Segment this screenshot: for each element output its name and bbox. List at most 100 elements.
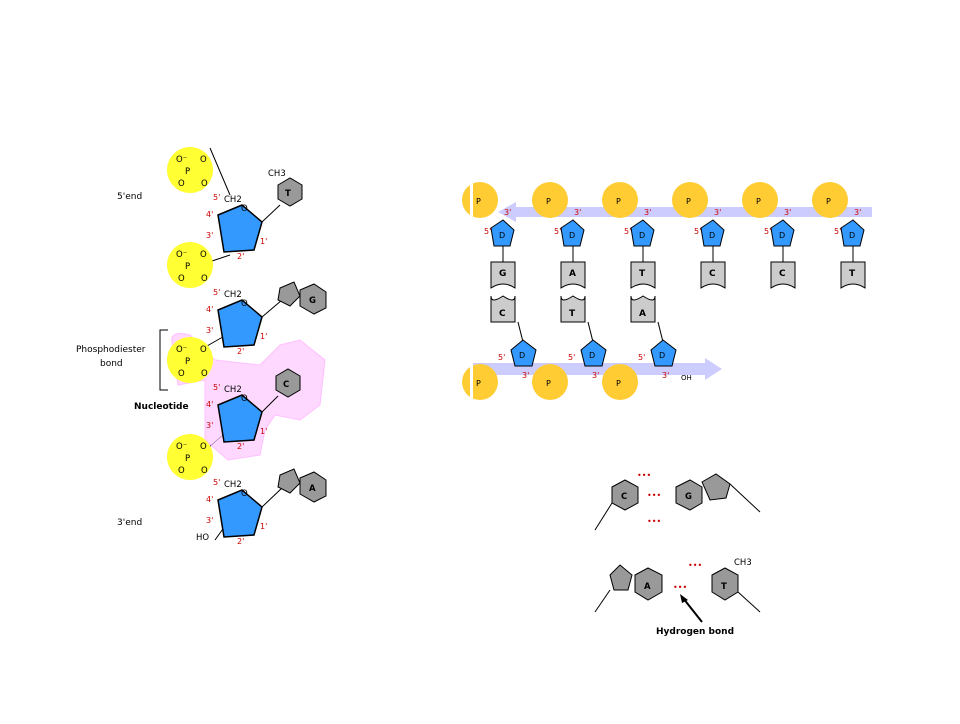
base-link	[587, 321, 594, 343]
sugar-label: D	[639, 231, 645, 240]
prime-label: 5'	[694, 227, 701, 236]
base-letter: T	[849, 269, 856, 279]
base-shape	[630, 261, 656, 289]
phosphate-group-3: P O⁻ O O O	[167, 337, 213, 383]
sugar-pentagon	[580, 339, 607, 367]
svg-text:CH2: CH2	[224, 195, 242, 205]
svg-text:5': 5'	[213, 193, 220, 202]
svg-text:2': 2'	[237, 252, 244, 261]
svg-text:O: O	[200, 250, 207, 260]
prime-label: 5'	[498, 353, 505, 362]
sugar-ring-4: 4'3' 2'1' 5' CH2 O HO	[196, 478, 267, 546]
svg-text:5': 5'	[213, 288, 220, 297]
svg-text:T: T	[285, 189, 291, 199]
base-letter: C	[499, 309, 506, 319]
phosphate-circle	[812, 182, 848, 218]
svg-text:CH2: CH2	[224, 385, 242, 395]
phosphate-circle	[602, 364, 638, 400]
sugar-ring-1: 4'3' 2'1' 5' CH2 O	[206, 193, 267, 261]
svg-text:O: O	[200, 345, 207, 355]
top-nucleotide-G: PD3'5'G	[462, 182, 516, 289]
svg-text:O: O	[201, 179, 208, 189]
svg-text:1': 1'	[260, 427, 267, 436]
svg-text:4': 4'	[206, 210, 213, 219]
svg-text:O: O	[241, 489, 248, 499]
svg-text:CH3: CH3	[734, 558, 752, 568]
svg-text:G: G	[685, 492, 692, 502]
sugar-ring-3: 4'3' 2'1' 5' CH2 O	[206, 383, 267, 451]
base-shape	[560, 261, 586, 289]
svg-text:2': 2'	[237, 347, 244, 356]
phosphate-group-2: P O⁻ O O O	[167, 242, 213, 288]
prime-label: 3'	[784, 208, 791, 217]
svg-text:•••: •••	[673, 583, 687, 592]
svg-text:3': 3'	[206, 326, 213, 335]
svg-text:P: P	[185, 167, 190, 177]
phosphate-p: P	[826, 197, 831, 206]
phosphate-circle	[742, 182, 778, 218]
base-letter: A	[639, 309, 646, 319]
sugar-pentagon	[630, 219, 655, 247]
base-letter: C	[709, 269, 716, 279]
prime-label: 3'	[592, 371, 599, 380]
prime-label: 3'	[714, 208, 721, 217]
svg-text:O⁻: O⁻	[176, 345, 187, 355]
base-shape	[700, 261, 726, 289]
phosphate-circle	[602, 182, 638, 218]
svg-text:5': 5'	[213, 383, 220, 392]
svg-text:G: G	[309, 296, 316, 306]
sugar-label: D	[849, 231, 855, 240]
svg-text:CH3: CH3	[268, 169, 286, 179]
svg-text:P: P	[185, 357, 190, 367]
base-shape	[770, 261, 796, 289]
top-nucleotide-C: PD3'5'C	[672, 182, 726, 289]
prime-label: 3'	[854, 208, 861, 217]
prime-label: 5'	[624, 227, 631, 236]
sugar-label: D	[569, 231, 575, 240]
svg-text:HO: HO	[196, 533, 209, 543]
svg-text:A: A	[644, 582, 651, 592]
svg-text:C: C	[621, 492, 627, 502]
sugar-label: D	[499, 231, 505, 240]
svg-text:3': 3'	[206, 231, 213, 240]
top-nucleotide-T: P D 3' 5' T	[812, 182, 866, 289]
phosphate-p: P	[616, 379, 621, 388]
svg-text:O⁻: O⁻	[176, 442, 187, 452]
svg-text:P: P	[185, 262, 190, 272]
base-link	[657, 321, 664, 343]
sugar-pentagon	[650, 339, 677, 367]
svg-text:2': 2'	[237, 442, 244, 451]
sugar-label: D	[659, 351, 665, 360]
svg-text:1': 1'	[260, 522, 267, 531]
sugar-pentagon	[700, 219, 725, 247]
sugar-pentagon	[510, 339, 537, 367]
svg-text:3': 3'	[206, 421, 213, 430]
svg-text:4': 4'	[206, 495, 213, 504]
phosphate-p: P	[756, 197, 761, 206]
svg-text:4': 4'	[206, 400, 213, 409]
svg-text:CH2: CH2	[224, 290, 242, 300]
phosphate-group-1: P O⁻ O O O	[167, 147, 213, 193]
svg-text:•••: •••	[688, 561, 702, 570]
prime-label: 5'	[834, 227, 841, 236]
svg-text:P: P	[185, 454, 190, 464]
prime-label: 3'	[662, 371, 669, 380]
double-strand-panel: PD3'5'GPD3'5'APD3'5'TPD3'5'CPD3'5'CPD3'5…	[462, 180, 872, 410]
phosphate-p: P	[546, 197, 551, 206]
svg-text:O⁻: O⁻	[176, 250, 187, 260]
single-strand-panel: P O⁻ O O O P O⁻ O O O P O⁻ O O O P O⁻ O …	[76, 147, 327, 546]
at-pair: A T ••• ••• CH3	[594, 558, 761, 613]
svg-text:A: A	[309, 484, 316, 494]
svg-text:1': 1'	[260, 332, 267, 341]
top-strand: PD3'5'GPD3'5'APD3'5'TPD3'5'CPD3'5'CPD3'5…	[462, 182, 866, 289]
base-letter: C	[779, 269, 786, 279]
phosphodiester-bracket	[159, 329, 168, 391]
svg-text:2': 2'	[237, 537, 244, 546]
sugar-pentagon	[770, 219, 795, 247]
phosphate-group-4: P O⁻ O O O	[167, 434, 213, 480]
svg-text:O: O	[201, 369, 208, 379]
svg-text:C: C	[283, 380, 289, 390]
svg-text:•••: •••	[647, 491, 661, 500]
